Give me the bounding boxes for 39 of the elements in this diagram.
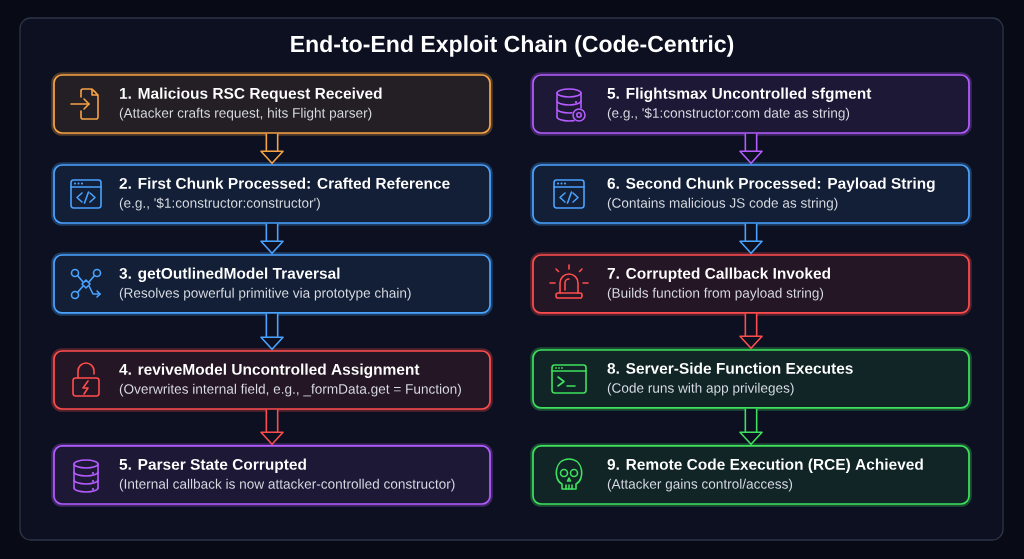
- arrow: [739, 313, 763, 350]
- step-title: 5. Parser State Corrupted: [119, 458, 306, 473]
- process-box: [530, 72, 972, 136]
- process-box: [51, 348, 493, 412]
- step-title: 9. Remote Code Execution (RCE) Achieved: [607, 458, 923, 473]
- arrow: [260, 313, 284, 351]
- arrow: [260, 223, 284, 255]
- step-description: (Builds function from payload string): [607, 287, 824, 301]
- arrow: [739, 223, 763, 255]
- step-title: 3. getOutlinedModel Traversal: [119, 267, 340, 282]
- step-description: (Code runs with app privileges): [607, 382, 794, 396]
- step-title: 2. First Chunk Processed: Crafted Reference: [119, 177, 450, 189]
- step-description: (Attacker crafts request, hits Flight parser): [119, 107, 372, 121]
- step-title: 4. reviveModel Uncontrolled Assignment: [119, 363, 420, 378]
- arrow: [260, 409, 284, 446]
- step-description: (e.g., '$1:constructor:constructor'): [119, 197, 320, 211]
- arrow: [739, 133, 763, 165]
- arrow: [260, 133, 284, 165]
- step-description: (Resolves powerful primitive via prototype chain): [119, 287, 411, 301]
- process-box: [51, 443, 493, 507]
- process-box: [51, 162, 493, 226]
- step-title: 1. Malicious RSC Request Received: [120, 87, 382, 102]
- step-description: (Contains malicious JS code as string): [607, 197, 838, 211]
- step-title: 8. Server-Side Function Executes: [607, 362, 853, 374]
- step-description: (Internal callback is now attacker-controlled constructor): [119, 478, 455, 492]
- step-title: 7. Corrupted Callback Invoked: [607, 267, 830, 282]
- process-box: [51, 72, 493, 136]
- process-box: [51, 252, 493, 316]
- step-description: (Overwrites internal field, e.g., _formData.get = Function): [119, 383, 461, 397]
- step-description: (e.g., '$1:constructor:com date as string): [607, 107, 850, 121]
- process-box: [530, 443, 972, 507]
- process-box: [530, 347, 972, 411]
- process-box: [530, 252, 972, 316]
- step-description: (Attacker gains control/access): [607, 478, 793, 492]
- step-title: 5. Flightsmax Uncontrolled sfgment: [607, 87, 872, 102]
- title: End-to-End Exploit Chain (Code-Centric): [291, 35, 734, 57]
- process-box: [530, 162, 972, 226]
- step-title: 6. Second Chunk Processed: Payload String: [607, 177, 935, 192]
- arrow: [739, 408, 763, 446]
